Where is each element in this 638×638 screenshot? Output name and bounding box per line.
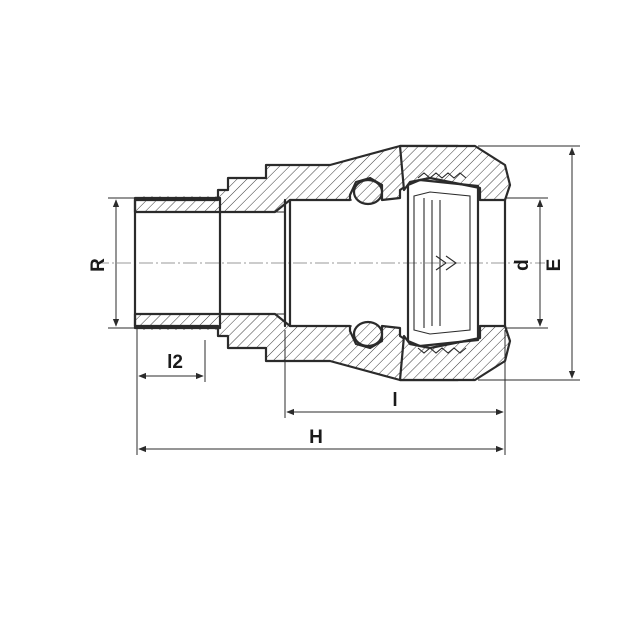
dimension-l2-label: l2 [167,352,183,373]
o-ring-upper [352,178,384,206]
dimension-H-label: H [309,427,323,448]
grip-teeth-upper [417,172,467,179]
spigot-thread-lower [139,325,221,330]
nut-section-lower [398,324,512,382]
grip-ring [406,178,480,348]
dimension-d-label: d [512,259,533,271]
dimension-E-label: E [544,259,565,272]
o-ring-lower [352,320,384,348]
spigot-thread-upper [139,196,221,201]
grip-teeth-lower [417,347,467,354]
dimension-R-label: R [88,258,109,272]
nut-section-upper [398,144,512,202]
dimension-l-label: l [392,390,397,411]
collet-tooth-mark [435,255,457,271]
grip-ring-inner [413,191,471,335]
